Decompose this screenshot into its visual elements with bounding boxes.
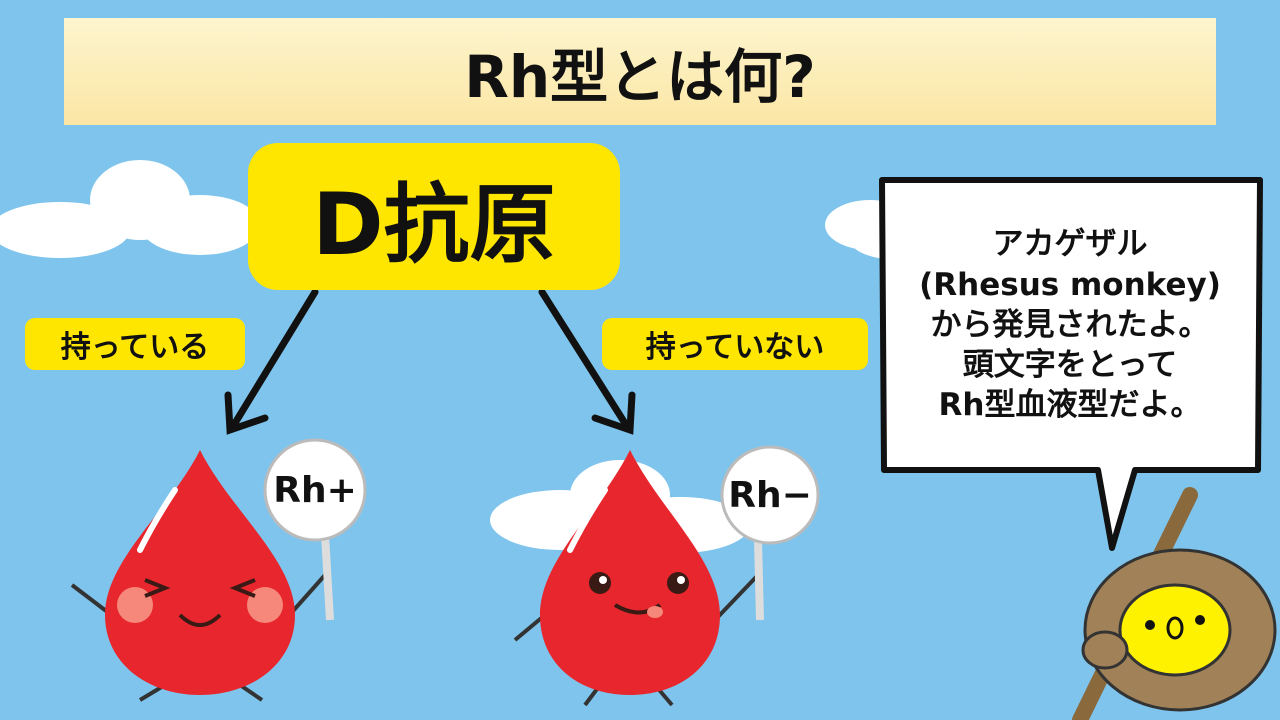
sign-plate-left xyxy=(263,438,367,542)
bubble-line: Rh型血液型だよ。 xyxy=(938,387,1202,424)
sign-handle-right xyxy=(754,539,764,621)
arrow-left xyxy=(224,288,319,435)
bubble-line: 頭文字をとって xyxy=(962,347,1178,384)
monkey xyxy=(1081,548,1277,712)
blood-drop-happy xyxy=(70,450,327,702)
page-title: Rh型とは何? xyxy=(64,18,1216,125)
speech-bubble-text: アカゲザル (Rhesus monkey) から発見されたよ。 頭文字をとって … xyxy=(884,182,1256,468)
sign-handle-left xyxy=(321,534,334,621)
bubble-line: アカゲザル xyxy=(992,226,1148,263)
label-no-antigen: 持っていない xyxy=(602,318,868,370)
sign-plate-right xyxy=(720,445,820,545)
arrow-right xyxy=(538,288,636,435)
cloud-left xyxy=(0,160,260,258)
bubble-line: (Rhesus monkey) xyxy=(919,266,1221,303)
bubble-line: から発見されたよ。 xyxy=(930,306,1210,343)
blood-drop-neutral xyxy=(513,450,760,707)
d-antigen-box: D抗原 xyxy=(248,143,620,290)
speech-bubble xyxy=(879,177,1263,551)
sign-rh-negative: Rh− xyxy=(728,474,812,516)
sign-rh-positive: Rh+ xyxy=(273,469,357,511)
label-has-antigen: 持っている xyxy=(25,318,245,370)
